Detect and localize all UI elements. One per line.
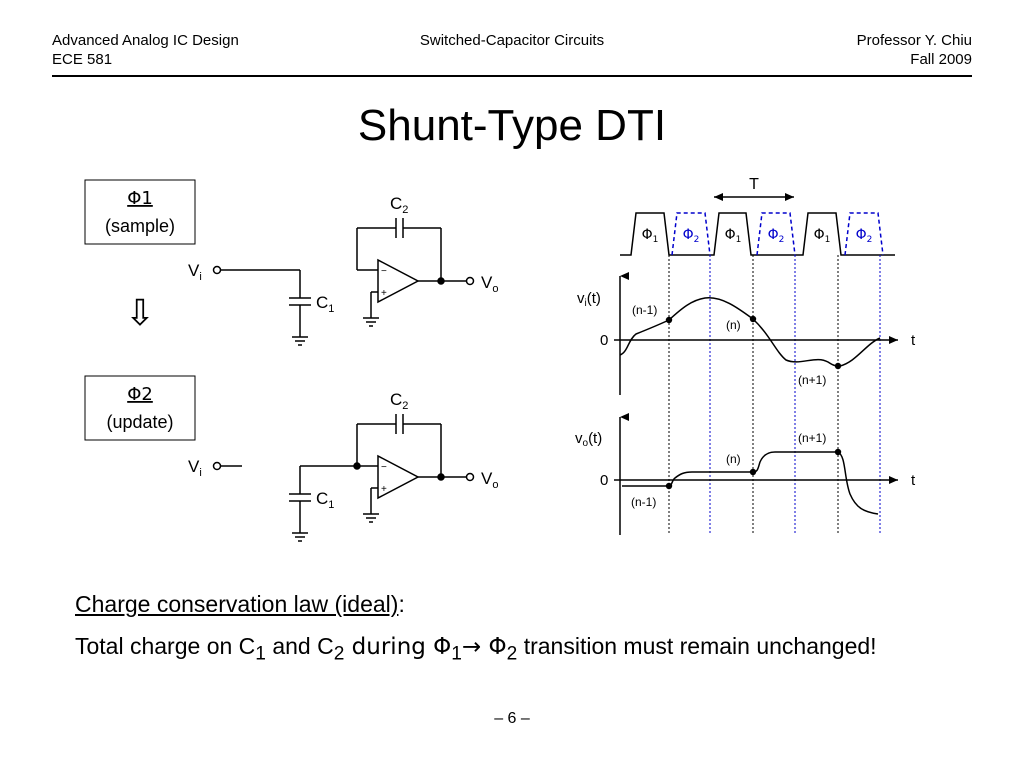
- vo-sample-dot-n-1: [665, 482, 673, 490]
- conservation-heading: Charge conservation law (ideal):: [75, 591, 405, 617]
- phase-box-update: Φ2 (update): [84, 375, 196, 441]
- circuit-update: [212, 414, 475, 542]
- vi-label-2: Vi: [188, 457, 202, 479]
- vi-sample-dot-n: [749, 315, 757, 323]
- course-number: ECE 581: [52, 51, 113, 68]
- header-topic: Switched-Capacitor Circuits: [419, 32, 605, 49]
- clock-label-5: Φ1: [814, 227, 831, 245]
- vi-t-label: t: [911, 332, 916, 349]
- phi2-symbol: Φ2: [127, 384, 153, 405]
- c2-label-1: C2: [390, 194, 408, 216]
- opamp1-plus: +: [381, 288, 387, 299]
- period-label: T: [749, 176, 759, 193]
- conservation-statement: Total charge on C1 and C2 during Φ1→ Φ2 …: [75, 633, 877, 665]
- course-title: Advanced Analog IC Design: [52, 32, 239, 49]
- header-rule: [52, 75, 972, 77]
- opamp2-minus: −: [381, 462, 387, 473]
- header-left: Advanced Analog IC Design ECE 581: [52, 31, 239, 69]
- down-arrow-icon: ⇩: [125, 293, 155, 334]
- phi1-symbol: Φ1: [127, 188, 153, 209]
- c1-label-1: C1: [316, 293, 334, 315]
- vo-axis-label: vo(t): [575, 430, 602, 449]
- clock-phase-labels: Φ1 Φ2 Φ1 Φ2 Φ1 Φ2: [642, 227, 873, 245]
- clock-waveform: [620, 212, 895, 256]
- vi-axes: [614, 272, 898, 395]
- vo-label-2: Vo: [481, 469, 498, 491]
- opamp1-minus: −: [381, 266, 387, 277]
- c1-label-2: C1: [316, 489, 334, 511]
- page-number: – 6 –: [494, 710, 530, 727]
- clock-label-1: Φ1: [642, 227, 659, 245]
- vo-sample-dot-n: [749, 468, 757, 476]
- opamp2-plus: +: [381, 484, 387, 495]
- vo-axes: [614, 413, 898, 535]
- clock-label-2: Φ2: [683, 227, 700, 245]
- clock-label-3: Φ1: [725, 227, 742, 245]
- vi-label-1: Vi: [188, 261, 202, 283]
- sample-label: (sample): [105, 216, 175, 236]
- update-label: (update): [106, 412, 173, 432]
- vi-zero-label: 0: [600, 332, 608, 349]
- clock-label-6: Φ2: [856, 227, 873, 245]
- vo-sample-dot-n+1: [834, 448, 842, 456]
- phase-guide-lines: [668, 255, 881, 535]
- vo-sample-n: (n): [726, 452, 741, 466]
- vi-sample-n-1: (n-1): [632, 303, 657, 317]
- header-right: Professor Y. Chiu Fall 2009: [857, 31, 972, 69]
- vo-waveform: [622, 451, 879, 515]
- vo-label-1: Vo: [481, 273, 498, 295]
- slide-title: Shunt-Type DTI: [357, 101, 667, 150]
- c2-label-2: C2: [390, 390, 408, 412]
- clock-label-4: Φ2: [768, 227, 785, 245]
- circuit-sample: [212, 218, 475, 346]
- term: Fall 2009: [910, 51, 972, 68]
- vi-sample-dot-n-1: [665, 316, 673, 324]
- vo-zero-label: 0: [600, 472, 608, 489]
- vi-sample-n: (n): [726, 318, 741, 332]
- professor-name: Professor Y. Chiu: [856, 32, 972, 49]
- vi-sample-dot-n+1: [834, 362, 842, 370]
- vo-sample-n+1: (n+1): [798, 431, 826, 445]
- vo-t-label: t: [911, 472, 916, 489]
- vi-waveform: [619, 297, 881, 367]
- vo-sample-n-1: (n-1): [631, 495, 656, 509]
- vi-sample-n+1: (n+1): [798, 373, 826, 387]
- vi-axis-label: vi(t): [577, 290, 601, 309]
- phase-box-sample: Φ1 (sample): [84, 179, 196, 245]
